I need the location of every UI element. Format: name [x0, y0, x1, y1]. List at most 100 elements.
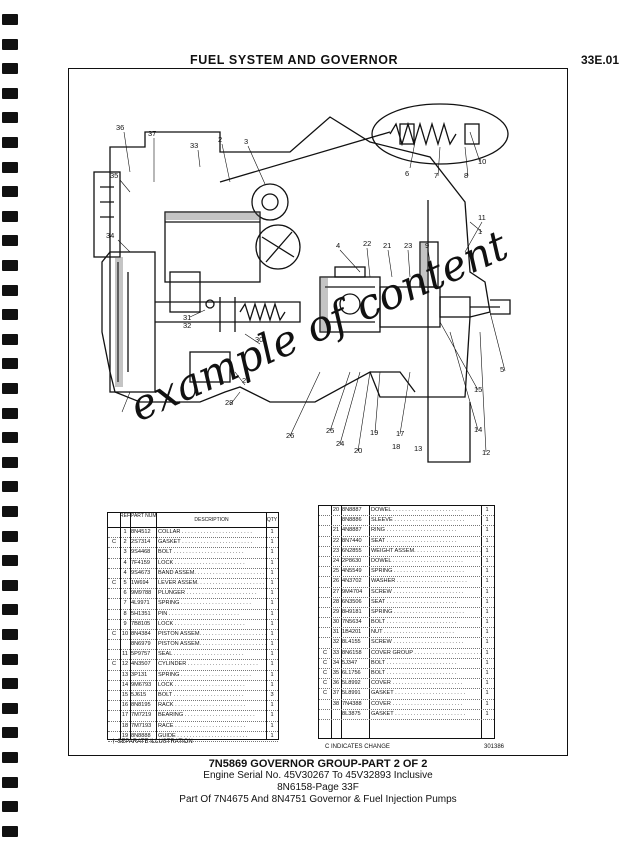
part-quantity: 1 — [270, 681, 274, 688]
part-quantity: 1 — [270, 579, 274, 586]
part-quantity: 1 — [485, 517, 489, 524]
separate-illustration-note: †-SEPARATE ILLUSTRATION — [112, 739, 193, 745]
part-number: 8N6158 — [342, 649, 362, 656]
part-description: COLLAR . . . . . . . . . . . . . . . . .… — [158, 529, 252, 535]
part-quantity: 1 — [485, 690, 489, 697]
ref-number: 8 — [123, 610, 127, 617]
part-number: 9M4704 — [342, 588, 363, 595]
part-quantity: 1 — [485, 588, 489, 595]
figure-code: 301386 — [484, 744, 505, 750]
part-number: 4N8887 — [342, 527, 362, 534]
binding-hole — [2, 629, 18, 640]
part-description: DOWEL . . . . . . . . . . . . . . . . . … — [371, 557, 463, 564]
ref-number: 1 — [123, 529, 127, 535]
change-flag: C — [322, 690, 328, 697]
part-quantity: 1 — [270, 702, 274, 709]
binding-hole — [2, 186, 18, 198]
part-quantity: 1 — [270, 559, 274, 566]
part-number: 9S4468 — [131, 549, 151, 556]
binding-hole — [2, 456, 18, 468]
part-quantity: 1 — [485, 507, 489, 513]
part-number: 3P131 — [131, 671, 148, 678]
ref-number: 18 — [121, 722, 129, 729]
binding-hole — [2, 235, 18, 247]
part-number: 5L8992 — [342, 680, 361, 687]
part-number: 1B4201 — [342, 629, 362, 636]
parts-table-left: REF NO PART NUMBER DESCRIPTION QTY 18N45… — [107, 512, 279, 742]
callout-36: 36 — [116, 123, 124, 132]
header-qty: QTY — [266, 517, 278, 523]
binding-hole — [2, 727, 18, 739]
callout-34: 34 — [106, 231, 114, 240]
part-number: 6L1756 — [342, 670, 361, 676]
part-number: 1W694 — [131, 579, 149, 586]
part-description: GASKET . . . . . . . . . . . . . . . . .… — [158, 539, 253, 546]
binding-hole — [2, 333, 18, 345]
part-quantity: 1 — [485, 578, 489, 585]
ref-number: 25 — [332, 568, 340, 575]
page-frame — [68, 68, 568, 756]
change-flag: C — [322, 680, 328, 687]
binding-hole — [2, 112, 18, 124]
part-number: 5L8991 — [342, 690, 361, 697]
ref-number: 9 — [123, 620, 127, 627]
binding-hole — [2, 38, 18, 50]
part-quantity: 1 — [485, 670, 489, 676]
callout-1: 1 — [478, 227, 482, 236]
ref-number: 4 — [123, 569, 127, 576]
part-description: CYLINDER . . . . . . . . . . . . . . . .… — [158, 661, 258, 668]
part-number: 8N8886 — [342, 517, 362, 524]
part-number: 9M6793 — [131, 681, 152, 688]
part-description: BOLT . . . . . . . . . . . . . . . . . .… — [158, 549, 244, 556]
binding-hole — [2, 63, 18, 75]
ref-number: 20 — [332, 507, 340, 513]
part-quantity: 1 — [270, 630, 274, 637]
ref-number: 30 — [332, 619, 340, 626]
ref-number: 38 — [332, 700, 340, 707]
callout-31: 31 — [183, 313, 191, 322]
part-description: BAND ASSEM. . . . . . . . . . . . . . . … — [158, 569, 266, 576]
callout-35: 35 — [110, 171, 118, 180]
part-number: 5J615 — [131, 692, 147, 698]
part-quantity: 1 — [270, 712, 274, 719]
part-number: 4N3702 — [342, 578, 362, 585]
part-quantity: 1 — [485, 527, 489, 534]
change-flag: C — [322, 670, 328, 676]
binding-hole — [2, 530, 18, 542]
ref-number: 26 — [332, 578, 340, 585]
binding-hole — [2, 481, 18, 493]
part-description: PLUNGER . . . . . . . . . . . . . . . . … — [158, 590, 257, 597]
ref-number: 11 — [122, 651, 128, 658]
part-number: 7N5634 — [342, 619, 362, 626]
callout-37: 37 — [148, 129, 156, 138]
callout-10: 10 — [478, 157, 486, 166]
part-number: 5H1351 — [131, 610, 151, 617]
binding-hole — [2, 260, 18, 271]
binding-hole — [2, 825, 18, 837]
header-ref: REF NO — [120, 513, 130, 519]
callout-23: 23 — [404, 241, 412, 250]
binding-hole — [2, 432, 18, 444]
ref-number: 29 — [332, 608, 340, 615]
callout-33: 33 — [190, 141, 198, 150]
part-number: 7N4388 — [342, 700, 362, 707]
part-quantity: 1 — [485, 659, 489, 666]
part-quantity: 3 — [270, 692, 274, 698]
